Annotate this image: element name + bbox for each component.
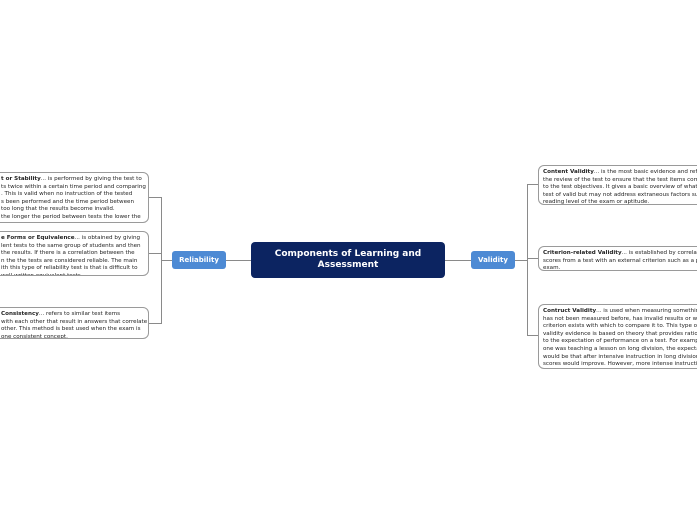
node-title: Consistency xyxy=(1,311,39,317)
connector xyxy=(149,323,161,324)
node-text-line: n the the tests are considered reliable.… xyxy=(1,258,144,266)
topic-reliability[interactable]: Reliability xyxy=(172,251,226,269)
root-title: Components of Learning and Assessment xyxy=(274,249,422,270)
node-text-line: validity evidence is based on theory tha… xyxy=(543,331,697,339)
connector xyxy=(149,197,161,198)
node-text-line: ts twice within a certain time period an… xyxy=(1,183,146,192)
node-text: ... is the most basic evidence and refe xyxy=(593,169,697,175)
node-text-line: to the test objectives. It gives a basic… xyxy=(543,184,697,192)
connector xyxy=(527,258,538,259)
node-test-retest[interactable]: t or Stability... is performed by giving… xyxy=(0,172,149,223)
node-text: too long that the results become invalid… xyxy=(1,206,115,213)
topic-label: Validity xyxy=(478,256,508,264)
connector xyxy=(527,184,528,336)
node-text: the longer the period between tests the … xyxy=(1,213,141,220)
connector xyxy=(527,335,538,336)
connector xyxy=(161,197,162,324)
node-text: ... is used when measuring somethin xyxy=(596,308,697,314)
node-text: ... is established by correlat xyxy=(621,250,697,256)
node-text-line: to the expectation of performance on a t… xyxy=(543,338,697,346)
node-text: lent tests to the same group of students… xyxy=(1,242,141,249)
node-text: to the test objectives. It gives a basic… xyxy=(543,184,697,191)
node-text-line: ith this type of reliability test is tha… xyxy=(1,265,144,273)
node-title: t or Stability xyxy=(1,176,41,182)
node-title: Content Validity xyxy=(543,169,594,175)
node-text: one was teaching a lesson on long divisi… xyxy=(543,345,697,352)
node-text: validity evidence is based on theory tha… xyxy=(543,330,697,337)
node-text: . This is valid when no instruction of t… xyxy=(1,191,133,198)
connector xyxy=(515,260,527,261)
node-text-line: test of valid but may not address extran… xyxy=(543,192,697,200)
node-content-validity[interactable]: Content Validity... is the most basic ev… xyxy=(538,165,697,205)
node-text-line: Contruct Validity... is used when measur… xyxy=(543,308,697,316)
node-title: Criterion-related Validity xyxy=(543,250,622,256)
node-text: one consistent concept. xyxy=(1,333,68,339)
node-text: oefficient will be. xyxy=(1,222,49,223)
connector xyxy=(445,260,471,261)
node-text-line: the results. If there is a correlation b… xyxy=(1,250,144,258)
node-text-line: exam. xyxy=(543,265,697,271)
root-node[interactable]: Components of Learning and Assessment xyxy=(251,242,445,278)
node-text: reading level of the exam or aptitude. xyxy=(543,199,650,205)
node-text: ... refers to similar test items xyxy=(38,311,121,317)
node-text-line: t or Stability... is performed by giving… xyxy=(1,176,144,184)
node-text-line: one consistent concept. xyxy=(1,333,144,339)
node-alternate-forms[interactable]: e Forms or Equivalence... is obtained by… xyxy=(0,231,149,276)
node-text-line: too long that the results become invalid… xyxy=(1,206,144,214)
node-text-line: one was teaching a lesson on long divisi… xyxy=(543,346,697,354)
node-text: well-written equivalent tests. xyxy=(1,272,83,276)
node-internal-consistency[interactable]: Consistency... refers to similar test it… xyxy=(0,307,149,339)
node-text: to the expectation of performance on a t… xyxy=(543,338,697,345)
node-text-line: lent tests to the same group of students… xyxy=(1,243,144,251)
node-title: Contruct Validity xyxy=(543,308,597,314)
node-text-line: with each other that result in answers t… xyxy=(1,318,148,327)
node-text: has not been measured before, has invali… xyxy=(543,315,697,322)
node-text: with each other that result in answers t… xyxy=(1,318,148,325)
node-text-line: the review of the test to ensure that th… xyxy=(543,177,697,185)
connector xyxy=(527,184,538,185)
connector xyxy=(149,253,161,254)
node-criterion-validity[interactable]: Criterion-related Validity... is establi… xyxy=(538,246,697,271)
node-text-line: well-written equivalent tests. xyxy=(1,272,144,276)
node-text-line: has not been measured before, has invali… xyxy=(543,316,697,324)
connector xyxy=(226,260,251,261)
node-text-line: would be that after intensive instructio… xyxy=(543,354,697,362)
node-text: ts twice within a certain time period an… xyxy=(1,183,146,190)
node-text: test of valid but may not address extran… xyxy=(543,191,697,198)
topic-label: Reliability xyxy=(179,256,219,264)
node-text: other. This method is best used when the… xyxy=(1,326,141,333)
node-text-line: s been performed and the time period bet… xyxy=(1,199,144,207)
node-text: criterion exists with which to compare i… xyxy=(543,323,697,330)
connector xyxy=(161,260,172,261)
node-text-line: Consistency... refers to similar test it… xyxy=(1,311,144,319)
node-text-line: scores would improve. However, more inte… xyxy=(543,361,697,368)
node-text-line: the longer the period between tests the … xyxy=(1,214,144,222)
node-text: ... is obtained by giving xyxy=(74,235,141,241)
node-text: the results. If there is a correlation b… xyxy=(1,250,135,257)
node-text: the review of the test to ensure that th… xyxy=(543,176,697,183)
node-text: ith this type of reliability test is tha… xyxy=(1,265,138,272)
node-text-line: criterion exists with which to compare i… xyxy=(543,323,697,331)
topic-validity[interactable]: Validity xyxy=(471,251,515,269)
node-text-line: reading level of the exam or aptitude. xyxy=(543,199,697,205)
node-text-line: other. This method is best used when the… xyxy=(1,326,144,334)
node-text-line: oefficient will be. xyxy=(1,222,144,223)
node-text: scores from a test with an external crit… xyxy=(543,257,697,264)
node-text-line: . This is valid when no instruction of t… xyxy=(1,191,144,199)
node-text-line: scores from a test with an external crit… xyxy=(543,258,697,266)
node-text: s been performed and the time period bet… xyxy=(1,198,135,205)
node-text: scores would improve. However, more inte… xyxy=(543,361,697,368)
node-title: e Forms or Equivalence xyxy=(1,235,75,241)
node-text-line: Criterion-related Validity... is establi… xyxy=(543,250,697,258)
node-text: would be that after intensive instructio… xyxy=(543,353,697,360)
node-text: n the the tests are considered reliable.… xyxy=(1,257,138,264)
node-text-line: Content Validity... is the most basic ev… xyxy=(543,169,697,177)
node-text: ... is performed by giving the test to xyxy=(40,176,142,182)
node-text-line: e Forms or Equivalence... is obtained by… xyxy=(1,235,144,243)
node-construct-validity[interactable]: Contruct Validity... is used when measur… xyxy=(538,304,697,369)
node-text: exam. xyxy=(543,265,561,271)
